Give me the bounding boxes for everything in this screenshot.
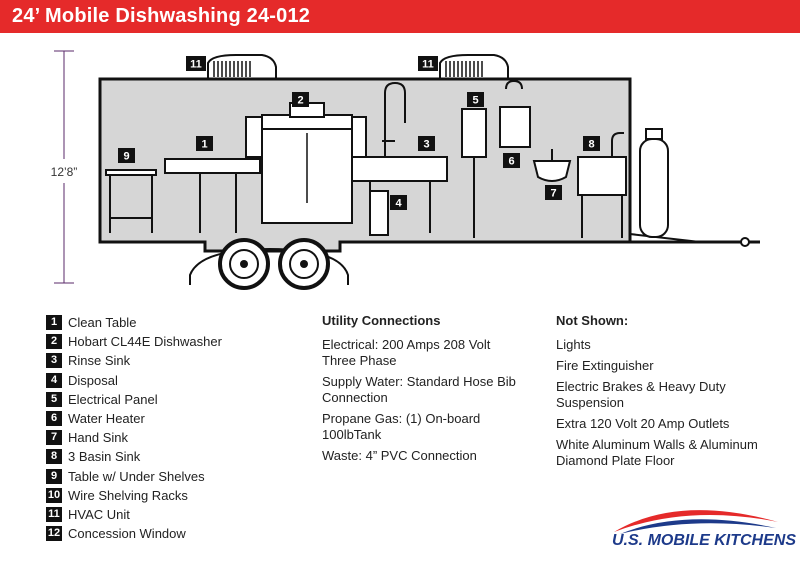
callout-1: 1 <box>196 136 213 151</box>
legend-item: 8 3 Basin Sink <box>46 447 222 466</box>
propane-tank <box>639 128 669 238</box>
three-basin-sink <box>577 132 627 238</box>
svg-text:1: 1 <box>201 139 207 151</box>
callout-11-right: 11 <box>418 56 438 71</box>
rinse-sink <box>351 81 448 233</box>
callout-6: 6 <box>503 153 520 168</box>
svg-text:7: 7 <box>550 188 556 200</box>
legend-label: Table w/ Under Shelves <box>68 468 205 484</box>
legend-item: 4 Disposal <box>46 371 222 390</box>
legend-item: 7 Hand Sink <box>46 428 222 447</box>
legend-number: 9 <box>46 468 62 484</box>
svg-text:11: 11 <box>422 59 434 71</box>
hand-sink <box>532 149 572 182</box>
svg-text:6: 6 <box>508 156 514 168</box>
table-under-shelves <box>105 169 157 233</box>
not-shown-item: Extra 120 Volt 20 Amp Outlets <box>556 416 730 431</box>
legend-label: Water Heater <box>68 411 145 427</box>
legend-item: 1 Clean Table <box>46 313 222 332</box>
legend-label: 3 Basin Sink <box>68 449 141 465</box>
svg-text:8: 8 <box>588 139 594 151</box>
callout-11-left: 11 <box>186 56 206 71</box>
legend-number: 2 <box>46 334 62 350</box>
page-title: 24’ Mobile Dishwashing 24-012 <box>12 5 311 27</box>
legend-number: 7 <box>46 430 62 446</box>
callout-7: 7 <box>545 185 562 200</box>
legend-number: 3 <box>46 353 62 369</box>
legend-label: Disposal <box>68 372 118 388</box>
svg-text:3: 3 <box>423 139 429 151</box>
legend-item: 3 Rinse Sink <box>46 351 222 370</box>
callout-8: 8 <box>583 136 600 151</box>
trailer-diagram: 12’8” <box>51 50 760 290</box>
hvac-unit-left <box>207 54 277 80</box>
not-shown-item: Fire Extinguisher <box>556 358 654 373</box>
height-dimension: 12’8” <box>51 50 78 284</box>
wheel-front <box>218 238 270 290</box>
legend-item: 10 Wire Shelving Racks <box>46 486 222 505</box>
utility-item: Propane Gas: (1) On-board 100lbTank <box>322 411 481 442</box>
legend-label: Rinse Sink <box>68 353 131 369</box>
legend-label: Hand Sink <box>68 430 128 446</box>
electrical-panel <box>461 108 487 238</box>
svg-text:11: 11 <box>190 59 202 71</box>
legend-label: Concession Window <box>68 526 186 542</box>
legend-item: 2 Hobart CL44E Dishwasher <box>46 332 222 351</box>
logo-swoosh-icon <box>614 510 778 534</box>
not-shown: Not Shown: Lights Fire Extinguisher Elec… <box>556 313 771 474</box>
header-bar: 24’ Mobile Dishwashing 24-012 <box>0 0 800 33</box>
logo-text: U.S. MOBILE KITCHENS <box>612 532 797 549</box>
svg-text:2: 2 <box>297 95 303 107</box>
callout-5: 5 <box>467 92 484 107</box>
disposal <box>369 190 389 236</box>
legend-number: 10 <box>46 487 62 503</box>
utility-item: Waste: 4” PVC Connection <box>322 448 477 463</box>
brand-logo: U.S. MOBILE KITCHENS <box>608 496 796 556</box>
legend-item: 12 Concession Window <box>46 524 222 543</box>
legend-number: 11 <box>46 506 62 522</box>
clean-table <box>164 158 261 233</box>
callout-9: 9 <box>118 148 135 163</box>
svg-text:9: 9 <box>123 151 129 163</box>
legend-number: 8 <box>46 449 62 465</box>
utility-item: Electrical: 200 Amps 208 Volt Three Phas… <box>322 337 491 368</box>
not-shown-item: Lights <box>556 337 591 352</box>
legend-label: Electrical Panel <box>68 391 158 407</box>
water-heater <box>499 79 531 148</box>
utility-item: Supply Water: Standard Hose Bib Connecti… <box>322 374 516 405</box>
legend-item: 11 HVAC Unit <box>46 505 222 524</box>
not-shown-title: Not Shown: <box>556 313 629 328</box>
utility-title: Utility Connections <box>322 313 441 328</box>
callout-4: 4 <box>390 195 407 210</box>
legend-item: 6 Water Heater <box>46 409 222 428</box>
legend-number: 4 <box>46 372 62 388</box>
legend-item: 9 Table w/ Under Shelves <box>46 467 222 486</box>
legend-label: Hobart CL44E Dishwasher <box>68 334 222 350</box>
not-shown-item: Electric Brakes & Heavy Duty Suspension <box>556 379 726 410</box>
legend-number: 5 <box>46 391 62 407</box>
legend-label: Clean Table <box>68 315 137 331</box>
callout-3: 3 <box>418 136 435 151</box>
svg-text:5: 5 <box>472 95 478 107</box>
svg-text:4: 4 <box>395 198 402 210</box>
utility-connections: Utility Connections Electrical: 200 Amps… <box>322 313 522 469</box>
legend-number: 6 <box>46 411 62 427</box>
legend-label: Wire Shelving Racks <box>68 487 188 503</box>
height-label: 12’8” <box>51 165 78 179</box>
legend-item: 5 Electrical Panel <box>46 390 222 409</box>
callout-2: 2 <box>292 92 309 107</box>
hvac-unit-right <box>439 54 509 80</box>
not-shown-item: White Aluminum Walls & Aluminum Diamond … <box>556 437 758 468</box>
dishwasher <box>245 102 367 224</box>
legend-number: 12 <box>46 526 62 542</box>
legend-label: HVAC Unit <box>68 506 130 522</box>
legend-number: 1 <box>46 315 62 331</box>
wheel-rear <box>278 238 330 290</box>
